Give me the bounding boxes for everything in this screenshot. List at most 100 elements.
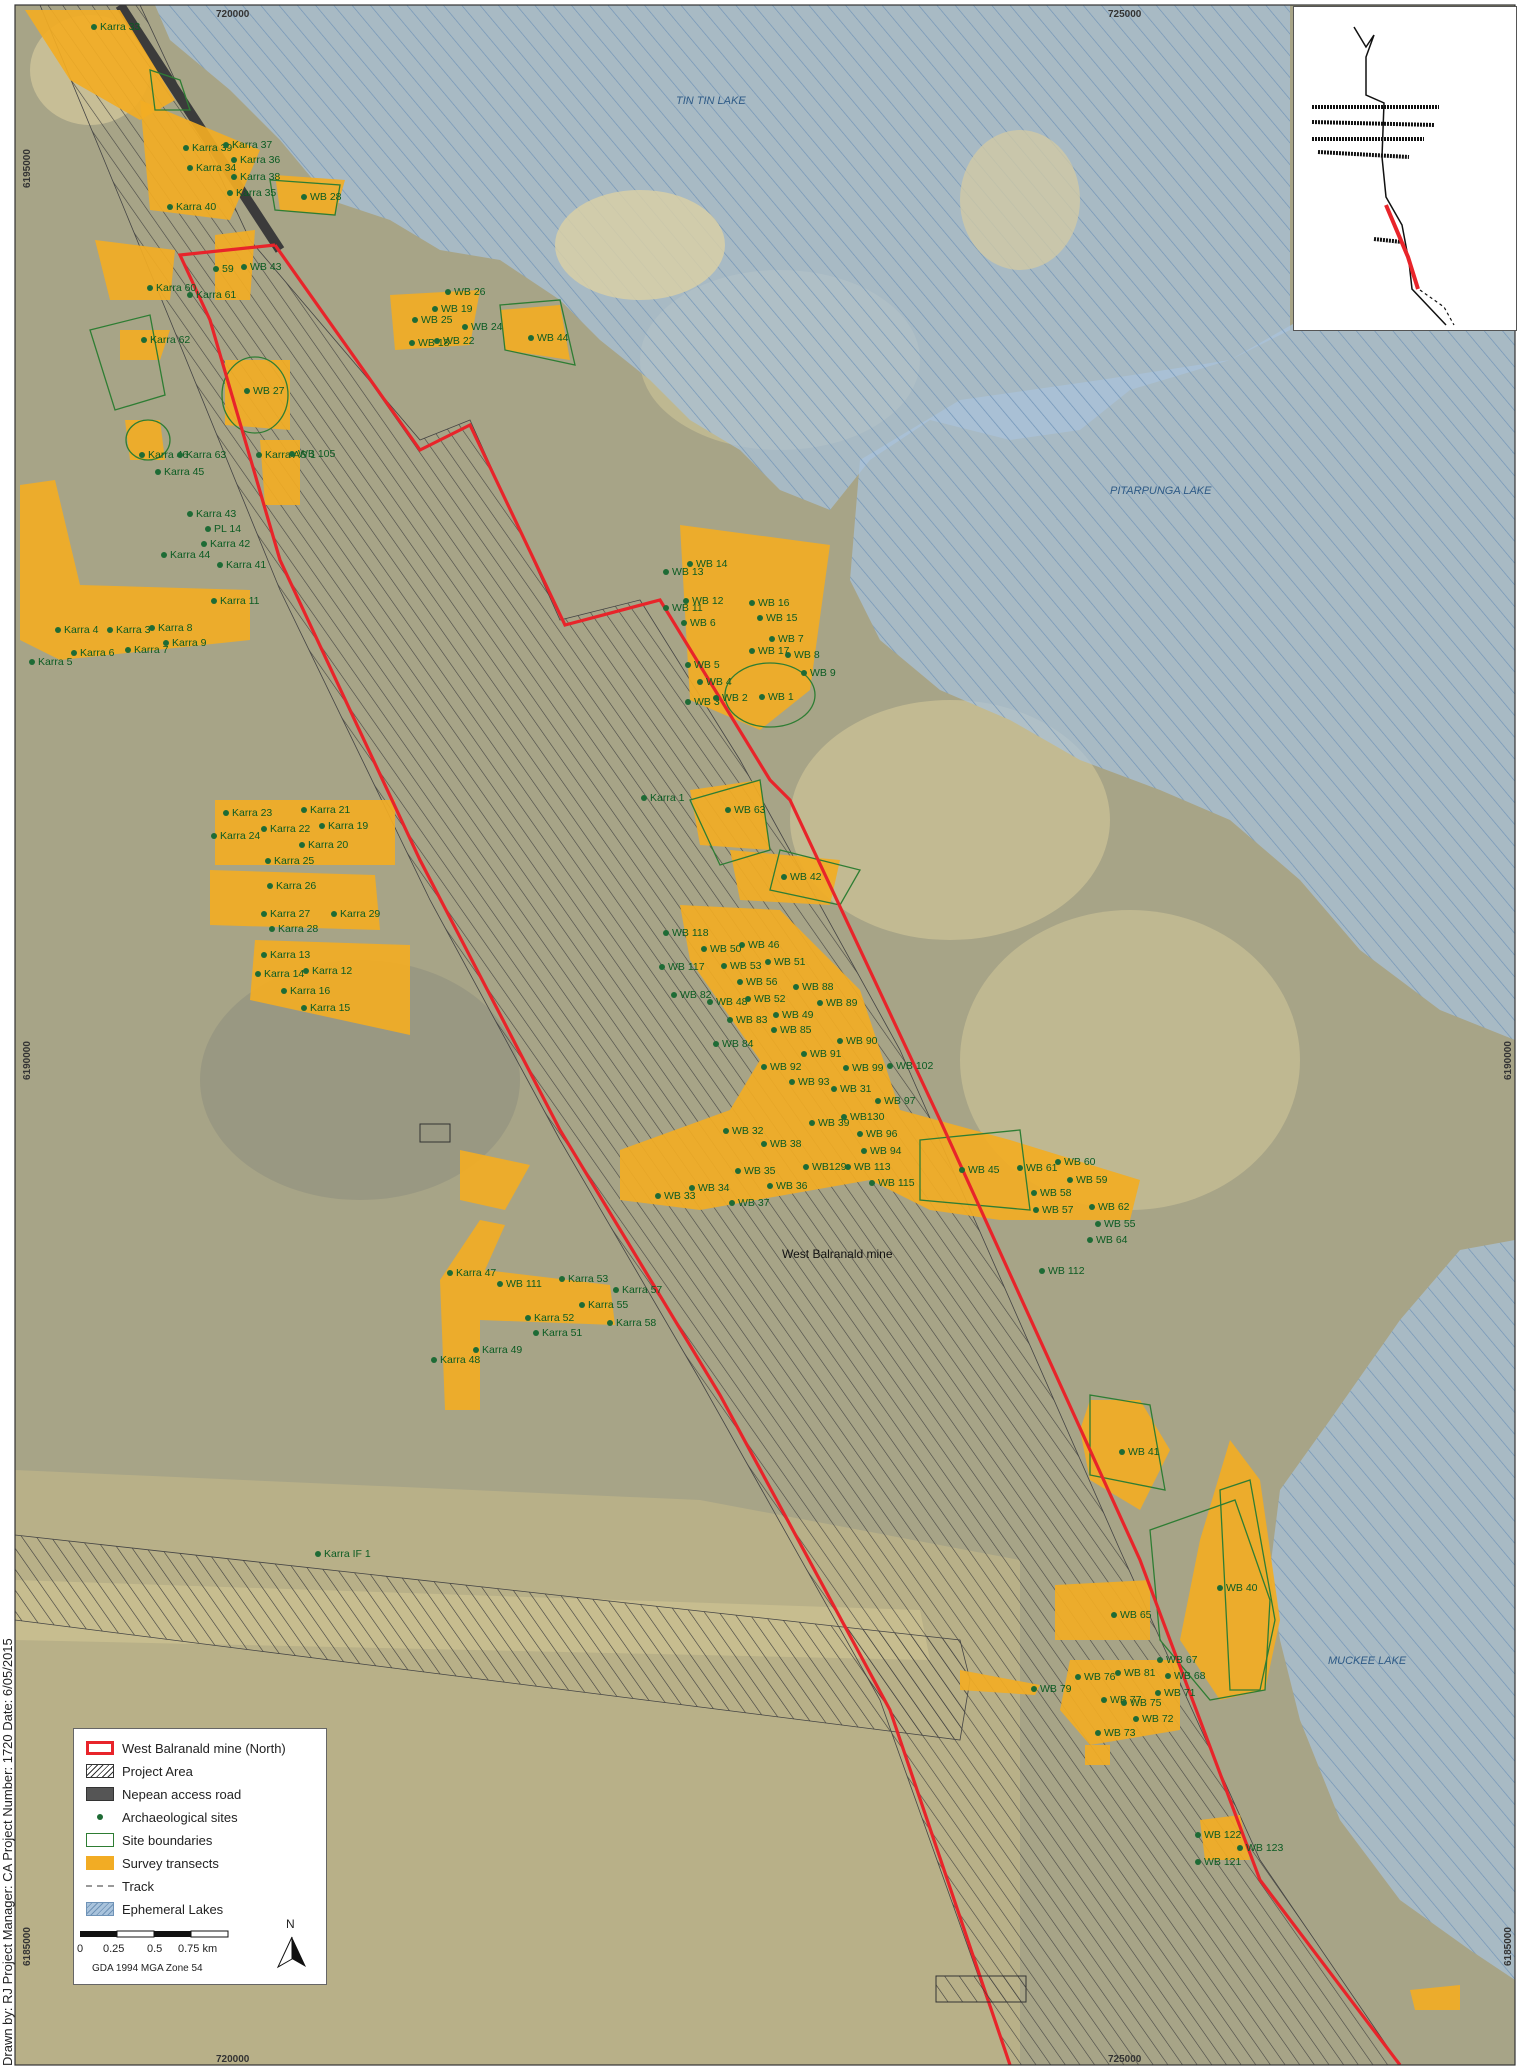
site-marker: Karra 25 <box>265 855 314 867</box>
site-dot <box>205 526 211 532</box>
site-dot <box>767 1183 773 1189</box>
site-label: WB 53 <box>730 960 762 972</box>
site-label: Karra 12 <box>312 965 352 977</box>
site-dot <box>1033 1207 1039 1213</box>
site-marker: WB 11 <box>663 602 703 614</box>
site-marker: WB 25 <box>412 314 453 326</box>
site-dot <box>412 317 418 323</box>
site-dot <box>1157 1657 1163 1663</box>
legend-label: Archaeological sites <box>122 1809 238 1825</box>
site-dot <box>843 1065 849 1071</box>
site-dot <box>737 979 743 985</box>
coord-bottom-1: 720000 <box>216 2054 250 2065</box>
site-marker: Karra 58 <box>607 1317 656 1329</box>
site-marker: WB 51 <box>765 956 806 968</box>
legend-label: Project Area <box>122 1763 193 1779</box>
site-dot <box>55 627 61 633</box>
site-marker: WB 73 <box>1095 1727 1136 1739</box>
site-dot <box>255 971 261 977</box>
site-marker: Karra 61 <box>187 289 236 301</box>
site-label: WB 77 <box>1110 1694 1142 1706</box>
coord-right-1: 6190000 <box>1503 1041 1514 1080</box>
legend-item-boundary: Site boundaries <box>86 1831 212 1849</box>
site-dot <box>231 174 237 180</box>
site-dot <box>533 1330 539 1336</box>
lake-label-pitarpunga: PITARPUNGA LAKE <box>1110 485 1212 497</box>
site-label: Karra 53 <box>568 1273 608 1285</box>
site-marker: Karra 20 <box>299 839 348 851</box>
site-marker: WB 63 <box>725 804 766 816</box>
site-label: WB 40 <box>1226 1582 1258 1594</box>
site-marker: WB 7 <box>769 633 804 645</box>
site-dot <box>1195 1832 1201 1838</box>
haul-corridor <box>15 1534 971 1741</box>
site-marker: WB 123 <box>1237 1842 1284 1854</box>
site-marker: Karra 49 <box>473 1344 522 1356</box>
site-label: WB 43 <box>250 261 282 273</box>
site-label: WB 42 <box>790 871 822 883</box>
site-marker: WB 8 <box>785 649 820 661</box>
legend-swatch <box>86 1741 114 1755</box>
site-marker: WB 68 <box>1165 1670 1206 1682</box>
scale-bar <box>80 1930 229 1938</box>
dark-scrub <box>200 960 520 1200</box>
site-label: WB 92 <box>770 1061 802 1073</box>
site-marker: Karra 41 <box>217 559 266 571</box>
site-dot <box>434 338 440 344</box>
site-label: WB 56 <box>746 976 778 988</box>
site-marker: WB 13 <box>663 566 704 578</box>
site-dot <box>749 600 755 606</box>
site-dot <box>528 335 534 341</box>
site-marker: Karra 1 <box>641 792 685 804</box>
site-label: WB 1 <box>768 691 794 703</box>
site-dot <box>607 1320 613 1326</box>
pitarpunga-lake <box>850 320 1515 1040</box>
site-marker: Karra 44 <box>161 549 210 561</box>
site-label: WB 11 <box>672 602 703 614</box>
site-label: WB 68 <box>1174 1670 1206 1682</box>
site-dot <box>831 1086 837 1092</box>
lake-label-tintin: TIN TIN LAKE <box>676 95 746 107</box>
coord-left-2: 6190000 <box>22 1041 33 1080</box>
site-dot <box>713 695 719 701</box>
site-marker: WB 14 <box>687 558 728 570</box>
site-dot <box>869 1180 875 1186</box>
site-marker: Karra 21 <box>301 804 350 816</box>
site-dot <box>1155 1690 1161 1696</box>
site-dot <box>1067 1177 1073 1183</box>
site-marker: Karra 24 <box>211 830 260 842</box>
site-marker: WB 50 <box>701 943 742 955</box>
site-marker: WB 2 <box>713 692 748 704</box>
site-marker: WB 71 <box>1155 1687 1196 1699</box>
site-marker: WB 57 <box>1033 1204 1074 1216</box>
site-label: WB 112 <box>1048 1265 1085 1277</box>
site-marker: Karra 3 <box>107 624 151 636</box>
site-marker: WB 111 <box>497 1278 542 1290</box>
site-label: WB 123 <box>1246 1842 1284 1854</box>
coord-top-1: 720000 <box>216 9 250 20</box>
site-marker: Karra 43 <box>187 508 236 520</box>
site-marker: Karra 23 <box>223 807 272 819</box>
site-label: Karra 47 <box>456 1267 496 1279</box>
map-legend: West Balranald mine (North) Project Area… <box>73 1728 327 1985</box>
site-marker: WB 60 <box>1055 1156 1096 1168</box>
site-dot <box>1089 1204 1095 1210</box>
site-dot <box>139 452 145 458</box>
site-label: WB 60 <box>1064 1156 1096 1168</box>
site-marker: WB 43 <box>241 261 282 273</box>
legend-label: Ephemeral Lakes <box>122 1901 224 1917</box>
site-marker: WB 40 <box>1217 1582 1258 1594</box>
coord-bottom-2: 725000 <box>1108 2054 1142 2065</box>
site-dot <box>267 883 273 889</box>
site-marker: WB 62 <box>1089 1201 1130 1213</box>
site-label: Karra 14 <box>264 968 304 980</box>
site-dot <box>301 807 307 813</box>
site-dot <box>687 561 693 567</box>
site-label: WB 94 <box>870 1145 902 1157</box>
site-marker: Karra 47 <box>447 1267 496 1279</box>
site-label: Karra 16 <box>290 985 330 997</box>
site-dot <box>707 999 713 1005</box>
site-marker: WB 9 <box>801 667 836 679</box>
site-marker: Karra 15 <box>301 1002 350 1014</box>
site-dot <box>432 306 438 312</box>
